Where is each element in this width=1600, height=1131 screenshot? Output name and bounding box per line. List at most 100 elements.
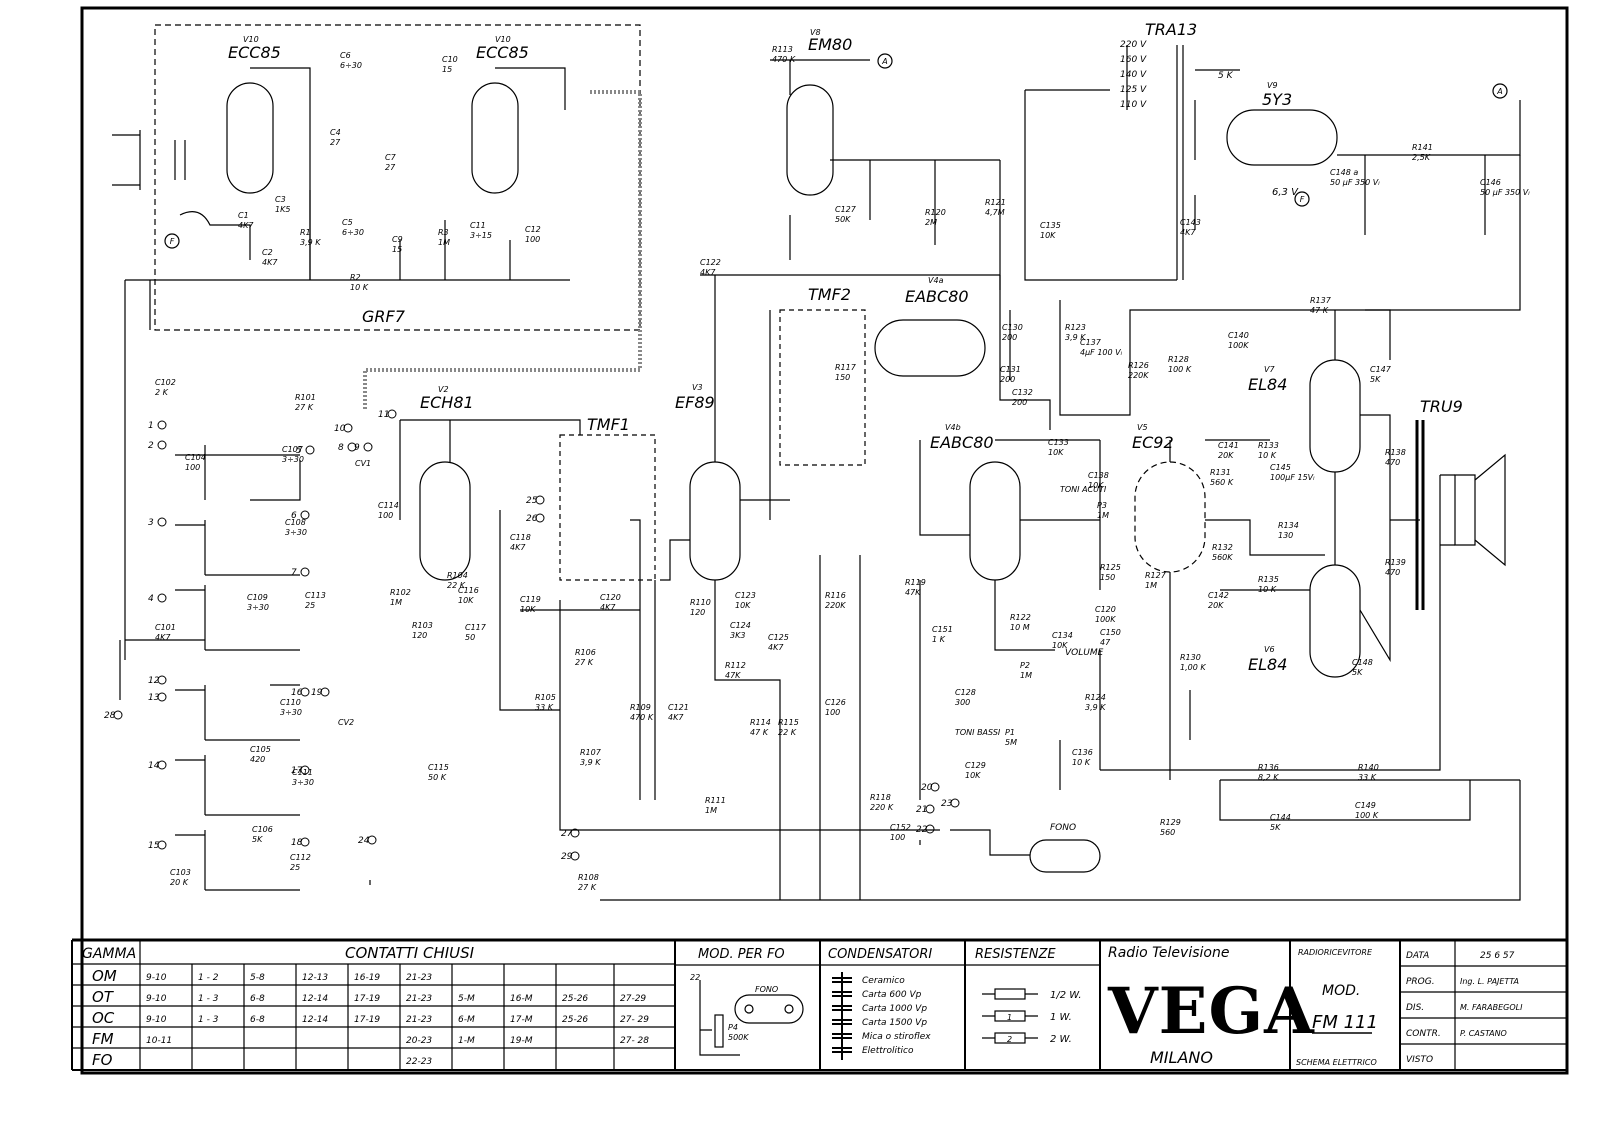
contact-terminal [157, 593, 167, 603]
component-ref-15: C2 [262, 248, 273, 257]
tmf1-label: TMF1 [587, 415, 630, 434]
contact-terminal [300, 510, 310, 520]
component-ref-89: R115 [778, 718, 799, 727]
meta-data-label: DATA [1406, 951, 1429, 961]
component-value-0: 470 K [772, 55, 796, 64]
component-value-35: 2 K [155, 388, 169, 397]
tube-v4b-envelope [969, 461, 1021, 581]
component-ref-34: R128 [1168, 355, 1189, 364]
component-value-69: 27 K [575, 658, 594, 667]
component-value-90: 100 [825, 708, 840, 717]
component-value-95: 10 K [1072, 758, 1091, 767]
component-ref-100: R107 [580, 748, 602, 757]
component-value-16: 6÷30 [342, 228, 364, 237]
contact-terminal [157, 517, 167, 527]
component-ref-83: CV2 [338, 718, 354, 727]
tube-v10b-type: ECC85 [476, 43, 529, 62]
component-ref-16: C5 [342, 218, 353, 227]
contact-terminal [535, 513, 545, 523]
contact-number-12: 12 [148, 676, 160, 686]
mod-fo-header: MOD. PER FO [698, 947, 785, 962]
component-value-57: 10 K [1258, 451, 1277, 460]
res-1w: 1 W. [1050, 1012, 1072, 1023]
component-value-33: 220K [1128, 371, 1149, 380]
component-ref-0: R113 [772, 45, 793, 54]
meta-dis-label: DIS. [1406, 1003, 1424, 1013]
component-value-15: 4K7 [262, 258, 278, 267]
tube-v4a-envelope [874, 319, 986, 377]
component-value-100: 3,9 K [580, 758, 601, 767]
component-ref-7: C148 a [1330, 168, 1358, 177]
component-value-64: 3K3 [730, 631, 745, 640]
contact-number-24: 24 [358, 836, 370, 846]
component-ref-62: R110 [690, 598, 711, 607]
title-block [72, 940, 1567, 1070]
contact-number-1: 1 [148, 421, 154, 431]
component-value-110: 25 [290, 863, 300, 872]
component-ref-3: R121 [985, 198, 1006, 207]
component-value-48: 10K [458, 596, 474, 605]
contact-number-3: 3 [148, 518, 154, 528]
component-value-21: 100 [525, 235, 540, 244]
component-ref-23: C122 [700, 258, 721, 267]
component-ref-90: C126 [825, 698, 846, 707]
component-ref-63: C123 [735, 591, 756, 600]
resistor-symbol-half-w [994, 988, 1026, 1000]
component-value-23: 4K7 [700, 268, 716, 277]
component-ref-55: P3 [1097, 501, 1107, 510]
tube-v8-ref: V8 [810, 28, 821, 37]
component-value-13: 1K5 [275, 205, 290, 214]
component-ref-6: R141 [1412, 143, 1433, 152]
contact-number-25: 25 [526, 496, 538, 506]
component-ref-14: C1 [238, 211, 249, 220]
contact-terminal [950, 798, 960, 808]
component-ref-67: R116 [825, 591, 846, 600]
component-ref-79: C134 [1052, 631, 1073, 640]
component-ref-61: R138 [1385, 448, 1406, 457]
contact-cell: 1 - 3 [198, 994, 219, 1004]
band-oc: OC [92, 1009, 115, 1027]
contact-cell: 1 - 3 [198, 1015, 219, 1025]
node-a-top: A [881, 57, 887, 66]
mains-tap-220: 220 V [1120, 40, 1147, 50]
component-value-70: 150 [1100, 573, 1115, 582]
component-value-72: 20K [1208, 601, 1224, 610]
component-ref-71: R127 [1145, 571, 1167, 580]
contact-number-5: 5 [296, 446, 302, 456]
component-value-91: 1M [1020, 671, 1032, 680]
mod-fo-pot-ref: P4 [728, 1023, 738, 1032]
component-ref-94: P1 [1005, 728, 1015, 737]
component-ref-44: C101 [155, 623, 176, 632]
contact-terminal [930, 782, 940, 792]
component-value-1: 50K [835, 215, 851, 224]
component-ref-1: C127 [835, 205, 857, 214]
toni-acuti-label: TONI ACUTI [1060, 485, 1107, 494]
component-value-27: 200 [1002, 333, 1017, 342]
fono-socket [1029, 839, 1101, 873]
component-value-65: 4K7 [768, 643, 784, 652]
component-ref-101: R111 [705, 796, 726, 805]
component-value-59: 100µF 15Vₗ [1270, 473, 1315, 482]
contact-number-15: 15 [148, 841, 160, 851]
contact-terminal [535, 495, 545, 505]
component-value-8: 50 µF 350 Vₗ [1480, 188, 1530, 197]
component-value-37: 100 [185, 463, 200, 472]
tube-v9-type: 5Y3 [1262, 90, 1292, 109]
schematic-labels: V10 ECC85 V10 ECC85 V8 EM80 V9 5Y3 V2 EC… [228, 20, 1463, 833]
component-ref-59: C145 [1270, 463, 1291, 472]
fono-label: FONO [1050, 823, 1076, 833]
contact-cell: 25-26 [562, 994, 588, 1004]
component-ref-42: C109 [247, 593, 268, 602]
component-ref-111: C103 [170, 868, 191, 877]
cond-mica: Mica o stiroflex [862, 1032, 931, 1042]
component-ref-91: P2 [1020, 661, 1030, 670]
component-value-9: 6÷30 [340, 61, 362, 70]
tube-v5-type: EC92 [1132, 433, 1174, 452]
component-value-104: 8,2 K [1258, 773, 1279, 782]
component-value-34: 100 K [1168, 365, 1192, 374]
component-ref-4: C135 [1040, 221, 1061, 230]
tru9-label: TRU9 [1420, 397, 1463, 416]
component-ref-52: C120 [600, 593, 621, 602]
tube-v4b-ref: V4b [945, 423, 961, 432]
